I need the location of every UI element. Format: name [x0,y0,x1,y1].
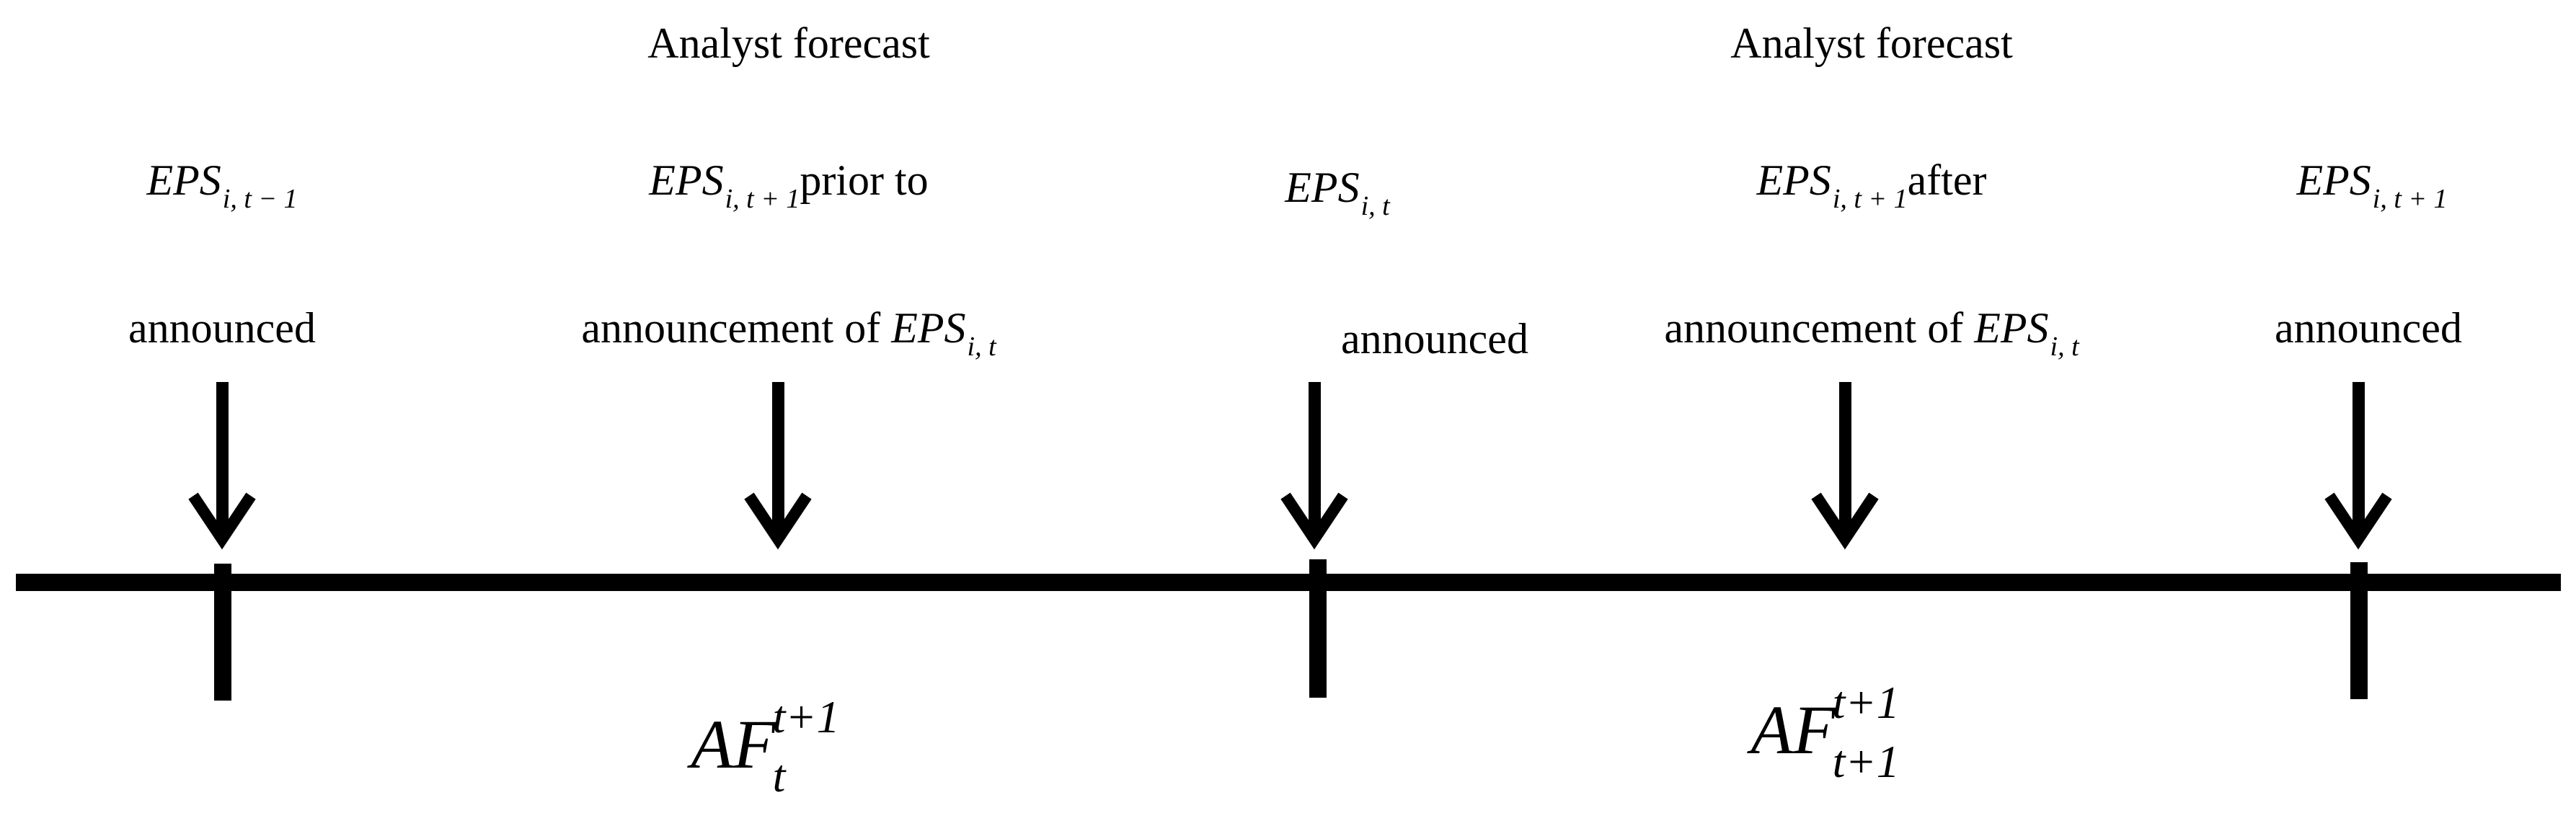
eps-subscript: i, t [967,332,996,362]
af-subscript: t+1 [1832,736,1900,787]
event-forecast-prior-line1: EPSi, t + 1prior to [649,156,929,214]
arrow-forecast-prior [749,382,807,539]
arrow-eps-t-minus-1 [193,382,251,539]
event-eps-t-minus-1-line1: EPSi, t − 1 [146,156,298,214]
tick-eps-t-minus-1 [214,564,231,701]
arrow-eps-t [1285,382,1343,539]
event-eps-t-line2: announced [1341,315,1528,363]
event-eps-t-plus-1-line2: announced [2275,304,2462,352]
eps-subscript: i, t + 1 [2372,184,2448,214]
af-subscript: t [772,750,786,801]
arrow-forecast-after [1816,382,1874,539]
eps-subscript: i, t − 1 [222,184,298,214]
event-forecast-after-line2: announcement of EPSi, t [1664,304,2079,362]
event-forecast-prior-line2: announcement of EPSi, t [581,304,996,362]
forecast-header-left: Analyst forecast [647,19,930,67]
eps-subscript: i, t + 1 [1832,184,1908,214]
af-superscript: t+1 [772,691,840,742]
tick-eps-t-plus-1 [2350,562,2368,699]
eps-subscript: i, t + 1 [725,184,800,214]
forecast-header-right: Analyst forecast [1730,19,2013,67]
event-forecast-after-line1: EPSi, t + 1after [1756,156,1987,214]
arrow-eps-t-plus-1 [2329,382,2387,539]
af-superscript: t+1 [1832,677,1900,728]
eps-subscript: i, t [2050,332,2079,362]
timeline-axis [16,574,2561,591]
event-eps-t-minus-1-line2: announced [128,304,316,352]
event-eps-t-line1: EPSi, t [1285,164,1390,221]
event-eps-t-plus-1-line1: EPSi, t + 1 [2296,156,2448,214]
eps-subscript: i, t [1360,191,1390,221]
tick-eps-t [1309,559,1327,698]
